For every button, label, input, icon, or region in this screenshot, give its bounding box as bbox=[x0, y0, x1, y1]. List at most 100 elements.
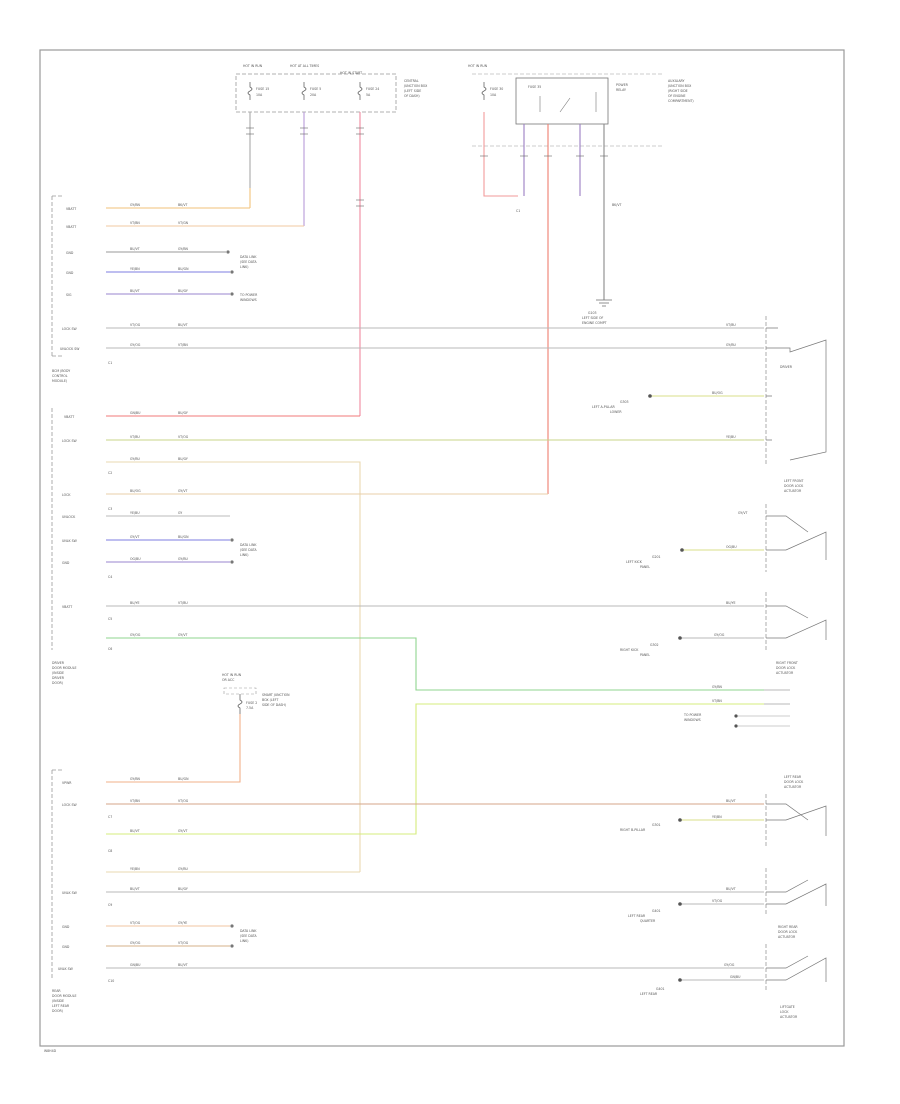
gnd-ref-5-line-2: LEFT REAR bbox=[628, 914, 646, 918]
wire-code: BU/GY bbox=[178, 289, 188, 293]
pin-label: UNLOCK SW bbox=[60, 347, 80, 351]
wire-code: GN/BU bbox=[130, 411, 141, 415]
wire-code: VT/OG bbox=[178, 435, 189, 439]
connector-references: DATA LINK (SEE DATA LINK) TO POWER WINDO… bbox=[239, 255, 258, 943]
ground-symbol-top bbox=[596, 299, 612, 307]
ground-top-line-3: ENGINE COMPT bbox=[582, 321, 607, 325]
wire-code: GY/BN bbox=[712, 685, 723, 689]
wire-code: BU/VT bbox=[130, 289, 140, 293]
switch-3-line-1: RIGHT FRONT bbox=[776, 661, 798, 665]
wire-code: BU/VT bbox=[726, 799, 736, 803]
wire-code: VT/BU bbox=[130, 435, 140, 439]
mid-fuse-line-6: BOX (LEFT bbox=[262, 698, 278, 702]
power-window-connector: TO POWER WINDOWS bbox=[683, 689, 790, 728]
splice-dot bbox=[648, 394, 652, 398]
pin-label: VPWR bbox=[62, 781, 72, 785]
switch-5-line-3: ACTUATOR bbox=[778, 935, 796, 939]
switch-6-line-2: LOCK bbox=[780, 1010, 789, 1014]
conn-ref-2-line-2: (SEE DATA bbox=[240, 548, 257, 552]
bcm-wires bbox=[106, 207, 764, 349]
fuse-box-1-line-3: (LEFT SIDE bbox=[404, 89, 421, 93]
pin-label: LOCK SW bbox=[62, 439, 78, 443]
conn-ref-1-line-1: DATA LINK bbox=[240, 255, 257, 259]
rear-door-module: REAR DOOR MODULE (INSIDE LEFT REAR DOOR) bbox=[51, 769, 77, 1013]
pin-number: C9 bbox=[108, 903, 112, 907]
wire-code: BU/OG bbox=[130, 489, 141, 493]
wire-code: GY/BU bbox=[178, 557, 189, 561]
wire-code: BU/GY bbox=[178, 887, 188, 891]
mid-fuse-line-5: SMART JUNCTION bbox=[262, 693, 290, 697]
ground-top-line-1: G103 bbox=[588, 311, 597, 315]
wire-code: BU/VT bbox=[726, 887, 736, 891]
wire-code: BU/OG bbox=[712, 391, 723, 395]
wire-code: VT/BN bbox=[130, 799, 140, 803]
gnd-ref-2-line-2: LEFT KICK bbox=[626, 560, 643, 564]
conn-ref-3-line-3: LINK) bbox=[240, 939, 248, 943]
pin-label: VBATT bbox=[64, 415, 74, 419]
driver-door-wire-ends bbox=[230, 538, 234, 564]
pin-label: SIG bbox=[66, 293, 72, 297]
conn-ref-1-line-2: (SEE DATA bbox=[240, 260, 257, 264]
fuse-4-name: FUSE 30 bbox=[490, 87, 503, 91]
gnd-ref-4-line-1: G301 bbox=[652, 823, 661, 827]
gnd-ref-5b-line-1: G401 bbox=[656, 987, 665, 991]
fuse-1-rating: 10A bbox=[256, 93, 263, 97]
gnd-ref-1-line-3: LOWER bbox=[610, 410, 622, 414]
wire-code: GY/BN bbox=[130, 777, 141, 781]
module-3-line-5: DOOR) bbox=[52, 1009, 63, 1013]
fuse-box-2-line-1: POWER bbox=[616, 83, 629, 87]
pin-label: GND bbox=[62, 561, 70, 565]
wire-code: BU/VT bbox=[130, 247, 140, 251]
splice-dot bbox=[678, 978, 682, 982]
gnd-ref-5b-line-2: LEFT REAR bbox=[640, 992, 658, 996]
wire-code: GY/OG bbox=[714, 633, 725, 637]
splice-dot bbox=[678, 636, 682, 640]
pin-label: LOCK SW bbox=[62, 803, 78, 807]
gnd-ref-2-line-1: G201 bbox=[652, 555, 661, 559]
module-2-line-3: (INSIDE bbox=[52, 671, 64, 675]
right-front-door-lock-actuator: G302 RIGHT KICK PANEL RIGHT FRONT DOOR L… bbox=[620, 592, 827, 675]
liftgate-lock-actuator: G401 LEFT REAR LIFTGATE LOCK ACTUATOR bbox=[640, 944, 827, 1019]
diagram-frame bbox=[39, 49, 845, 1047]
switch-2-line-1: LEFT FRONT bbox=[784, 479, 803, 483]
pin-label: GND bbox=[66, 271, 74, 275]
pin-label: VBATT bbox=[62, 605, 72, 609]
switch-5-line-1: RIGHT REAR bbox=[778, 925, 798, 929]
pin-number: C7 bbox=[108, 815, 112, 819]
wire-code: GY bbox=[178, 511, 182, 515]
gnd-ref-1-line-2: LEFT A-PILLAR bbox=[592, 405, 615, 409]
pin-number: C5 bbox=[108, 617, 112, 621]
wire-code: GY/VT bbox=[178, 633, 188, 637]
top-connector-ticks bbox=[246, 127, 608, 207]
wire-code: GY/BU bbox=[130, 457, 141, 461]
fuse-box-3-line-4: OF ENGINE bbox=[668, 94, 686, 98]
module-3-line-1: REAR bbox=[52, 989, 61, 993]
pin-labels: VBATT VBATT GND GND SIG LOCK SW UNLOCK S… bbox=[58, 207, 80, 971]
wire-code: VT/OG bbox=[178, 799, 189, 803]
conn-ref-4-line-2: WINDOWS bbox=[240, 298, 257, 302]
fuse-2-name: FUSE 5 bbox=[310, 87, 321, 91]
switch-3-line-2: DOOR LOCK bbox=[776, 666, 796, 670]
wire-code: BU/VT bbox=[130, 829, 140, 833]
fuse-1-name: FUSE 15 bbox=[256, 87, 269, 91]
mid-fuse-line-1: HOT IN RUN bbox=[222, 673, 242, 677]
conn-ref-4b-line-2: WINDOWS bbox=[684, 718, 701, 722]
fuse-box-3-line-5: COMPARTMENT) bbox=[668, 99, 694, 103]
pin-number: C1 bbox=[108, 361, 112, 365]
gnd-ref-5-line-1: G401 bbox=[652, 909, 661, 913]
splice-dot bbox=[680, 548, 684, 552]
pin-number: C3 bbox=[108, 507, 112, 511]
wire-code: VT/OG bbox=[130, 323, 141, 327]
wire-code: VT/OG bbox=[130, 921, 141, 925]
bcm-module: BCM (BODY CONTROL MODULE) bbox=[51, 195, 70, 383]
pin-label: LOCK SW bbox=[62, 327, 78, 331]
pin-number: C6 bbox=[108, 647, 112, 651]
fuse-box-3-line-3: (RIGHT SIDE bbox=[668, 89, 688, 93]
fuse-2-title: HOT AT ALL TIMES bbox=[290, 64, 319, 68]
pin-label: GND bbox=[62, 925, 70, 929]
wire-color-codes: GY/BN BK/VT VT/BN VT/GN BU/VT GY/BN YE/B… bbox=[130, 203, 189, 967]
fuse-box-1-line-1: CENTRAL bbox=[404, 79, 419, 83]
wire-code: VT/BN bbox=[178, 343, 188, 347]
driver-door-lock-switch: DRIVER G303 LEFT A-PILLAR LOWER bbox=[592, 316, 827, 466]
